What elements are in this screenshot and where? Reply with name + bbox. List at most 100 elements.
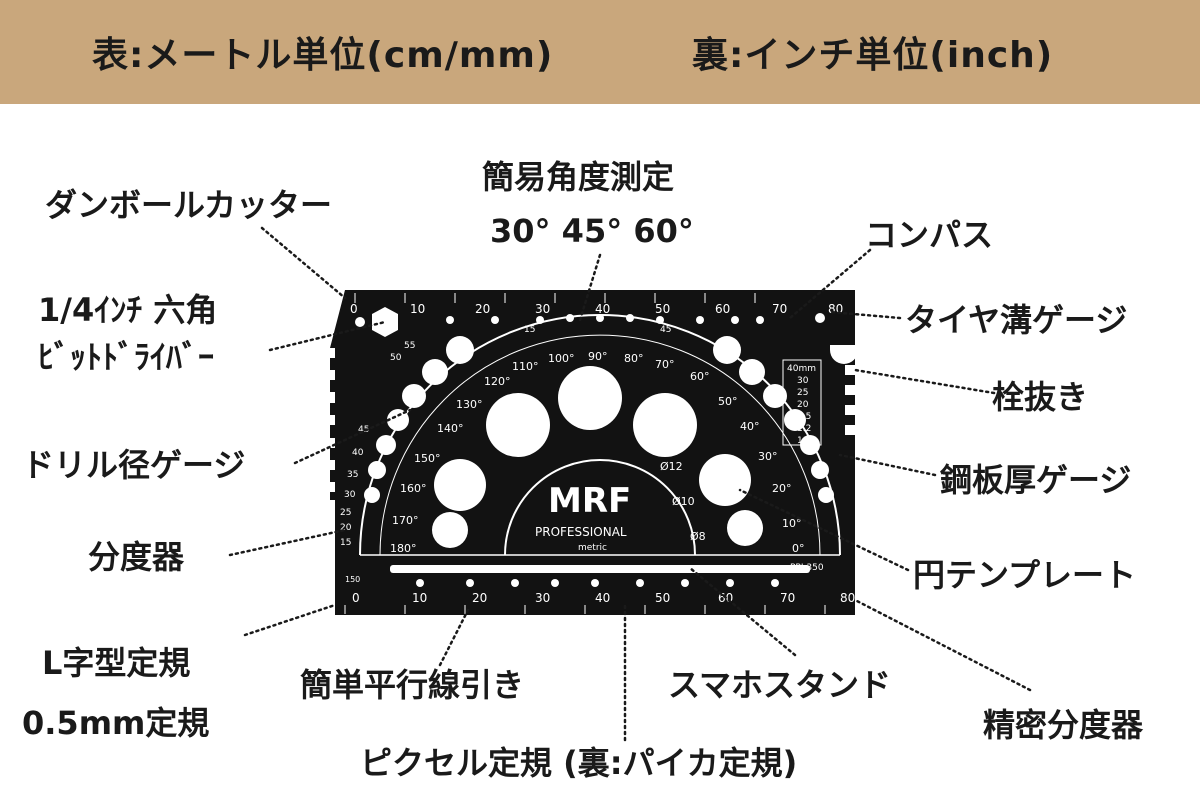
label-angle-values: 30° 45° 60° [490,212,694,250]
svg-text:170°: 170° [392,514,419,527]
leader-hex [268,320,387,352]
drill-hole [422,359,448,385]
bottom-left-label: 150 [345,575,360,584]
svg-text:Ø12: Ø12 [660,460,683,473]
svg-text:15: 15 [524,325,535,335]
svg-text:70°: 70° [655,358,675,371]
template-circle [699,454,751,506]
svg-text:30°: 30° [758,450,778,463]
drill-size-labels: 15 20 25 30 35 40 45 50 55 [340,341,415,548]
svg-text:20: 20 [340,523,352,533]
drill-hole [402,384,426,408]
template-circle [486,393,550,457]
label-parallel-lines: 簡単平行線引き [300,666,525,704]
svg-text:40mm: 40mm [787,364,816,374]
svg-text:50: 50 [655,591,670,605]
svg-text:70: 70 [780,591,795,605]
drill-hole [784,409,806,431]
svg-text:55: 55 [404,341,415,351]
leader-l-ruler [243,603,337,637]
leader-precision [853,598,1032,692]
label-sheet-gauge: 鋼板厚ゲージ [940,461,1132,499]
svg-text:110°: 110° [512,360,539,373]
svg-text:30: 30 [344,490,356,500]
top-hole-row [355,313,825,327]
svg-text:1.2: 1.2 [797,424,811,434]
protractor-degree-labels: 0° 10° 20° 30° 40° 50° 60° 70° 80° 90° 1… [390,350,805,555]
bottom-hole-row [416,579,779,587]
svg-text:25: 25 [340,508,351,518]
top-ruler [354,293,756,303]
svg-text:30: 30 [797,376,809,386]
svg-text:50: 50 [655,302,670,316]
label-protractor: 分度器 [88,538,185,576]
template-circle [434,459,486,511]
template-circle [558,366,622,430]
card-logo-sub2: metric [578,543,607,553]
header-banner [0,0,1200,104]
svg-text:45: 45 [660,325,671,335]
drill-hole [446,336,474,364]
right-gauge-labels: 40mm 30 25 20 1.5 1.2 10 [787,364,816,446]
svg-text:1.5: 1.5 [797,412,811,422]
svg-text:20°: 20° [772,482,792,495]
svg-text:20: 20 [475,302,490,316]
circle-size-labels: Ø12 Ø10 Ø8 [660,460,706,543]
svg-text:10: 10 [412,591,427,605]
svg-text:50: 50 [390,353,402,363]
svg-text:20: 20 [797,400,809,410]
svg-text:40: 40 [595,591,610,605]
inch-side-label: 裏:インチ単位(inch) [692,35,1054,76]
drill-hole [376,435,396,455]
svg-text:20: 20 [472,591,487,605]
leader-drill [293,408,412,465]
drill-hole [811,461,829,479]
svg-text:10: 10 [410,302,425,316]
svg-text:0: 0 [352,591,360,605]
ppi-label: PPI 350 [790,563,824,573]
drill-hole [387,409,409,431]
leader-parallel [438,608,470,667]
label-l-ruler: L字型定規 [42,644,191,682]
top-scale-labels: 0 10 20 30 40 50 60 70 80 [350,302,843,316]
parallel-line-slot [390,565,810,573]
card-logo: MRF [548,481,631,521]
svg-text:10: 10 [797,436,809,446]
logo-arc [504,459,696,556]
label-hex-bit-line1: 1/4ｲﾝﾁ 六角 [38,291,218,329]
svg-text:15: 15 [340,538,351,548]
drill-hole [818,487,834,503]
drill-hole [368,461,386,479]
svg-text:25: 25 [797,388,808,398]
svg-text:30: 30 [535,591,550,605]
svg-text:130°: 130° [456,398,483,411]
svg-text:Ø8: Ø8 [690,530,706,543]
angle-mark-labels: 15 45 [524,325,671,335]
svg-text:90°: 90° [588,350,608,363]
protractor-inner-arc [379,334,821,556]
label-precision-protractor: 精密分度器 [983,706,1144,744]
svg-text:60: 60 [715,302,730,316]
svg-text:0°: 0° [792,542,805,555]
metric-side-label: 表:メートル単位(cm/mm) [92,35,554,76]
leader-cardboard-cutter [260,226,347,300]
svg-text:40: 40 [352,448,364,458]
bottom-ruler [344,605,826,614]
svg-text:120°: 120° [484,375,511,388]
label-hex-bit-line2: ﾋﾞｯﾄﾄﾞﾗｲﾊﾞｰ [38,338,215,376]
label-bottle-opener: 栓抜き [992,378,1089,416]
drill-hole [713,336,741,364]
svg-text:180°: 180° [390,542,417,555]
svg-text:140°: 140° [437,422,464,435]
svg-text:100°: 100° [548,352,575,365]
sheet-gauge-box [782,359,822,446]
label-half-mm-ruler: 0.5mm定規 [22,704,210,742]
svg-text:150°: 150° [414,452,441,465]
svg-text:30: 30 [535,302,550,316]
label-drill-gauge: ドリル径ゲージ [22,446,246,484]
label-compass: コンパス [865,216,994,254]
svg-text:80°: 80° [624,352,644,365]
leader-angle [578,253,602,322]
